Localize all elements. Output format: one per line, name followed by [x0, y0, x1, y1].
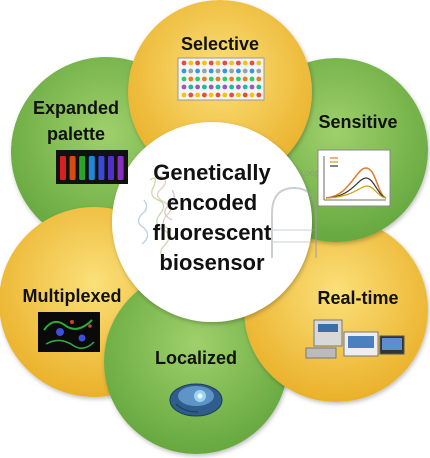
well [242, 68, 248, 74]
well [229, 84, 235, 90]
well [195, 76, 201, 82]
well [215, 84, 221, 90]
well [236, 84, 241, 90]
label-localized: Localized [155, 348, 237, 368]
tube [117, 156, 124, 180]
well [181, 84, 187, 90]
well [242, 92, 248, 98]
label-multiplexed: Multiplexed [22, 286, 121, 306]
tube [79, 156, 86, 180]
tube [108, 156, 114, 180]
well [249, 92, 255, 98]
center-line-1: Genetically [153, 160, 271, 185]
well [188, 84, 194, 90]
well [181, 68, 187, 74]
well [249, 84, 255, 90]
well [195, 68, 201, 74]
well [222, 60, 228, 66]
label-selective: Selective [181, 34, 259, 54]
well [188, 76, 194, 82]
well [256, 76, 262, 82]
well [256, 84, 262, 90]
center-line-3: fluorescent [153, 220, 272, 245]
well [242, 84, 248, 90]
well [188, 68, 194, 74]
well [229, 60, 235, 66]
tube [60, 156, 66, 180]
cell-icon [169, 383, 223, 417]
label-palette: palette [47, 124, 105, 144]
well [229, 68, 235, 74]
well [222, 92, 228, 98]
protein-structure-icon [137, 175, 175, 261]
well [249, 68, 255, 74]
label-expanded: Expanded [33, 98, 119, 118]
well [249, 60, 255, 66]
well [202, 60, 207, 66]
well [202, 76, 207, 82]
well [188, 92, 194, 98]
well [208, 92, 214, 98]
fluorescence-micrograph-icon [38, 312, 100, 352]
well [195, 92, 201, 98]
loop-label: Loop [300, 168, 320, 178]
well-plate-icon [177, 57, 265, 101]
well [195, 84, 201, 90]
well [215, 60, 221, 66]
center-circle [112, 122, 312, 322]
well [181, 76, 187, 82]
well [229, 92, 235, 98]
well [181, 92, 187, 98]
well [202, 84, 207, 90]
loop-hairpin-icon: Loop [271, 168, 320, 258]
well [215, 92, 221, 98]
well [208, 84, 214, 90]
well [215, 68, 221, 74]
well [229, 76, 235, 82]
tube [88, 156, 95, 180]
well [236, 76, 241, 82]
well [188, 60, 194, 66]
well [181, 60, 187, 66]
tube [69, 156, 76, 180]
well [195, 60, 201, 66]
lab-instrument-icon [305, 319, 405, 359]
well [256, 68, 262, 74]
well [242, 60, 248, 66]
well [256, 92, 262, 98]
well [222, 76, 228, 82]
well [236, 68, 241, 74]
well [222, 68, 228, 74]
well [222, 84, 228, 90]
well [215, 76, 221, 82]
well [208, 60, 214, 66]
well [208, 68, 214, 74]
well [202, 92, 207, 98]
well [208, 76, 214, 82]
well [236, 60, 241, 66]
well [236, 92, 241, 98]
colored-tubes-icon [56, 150, 128, 184]
tube [98, 156, 105, 180]
well [242, 76, 248, 82]
center-line-2: encoded [167, 190, 257, 215]
label-real-time: Real-time [317, 288, 398, 308]
well [249, 76, 255, 82]
label-sensitive: Sensitive [318, 112, 397, 132]
spectrum-chart-icon [317, 149, 391, 207]
well [256, 60, 262, 66]
center-line-4: biosensor [159, 250, 265, 275]
well [202, 68, 207, 74]
